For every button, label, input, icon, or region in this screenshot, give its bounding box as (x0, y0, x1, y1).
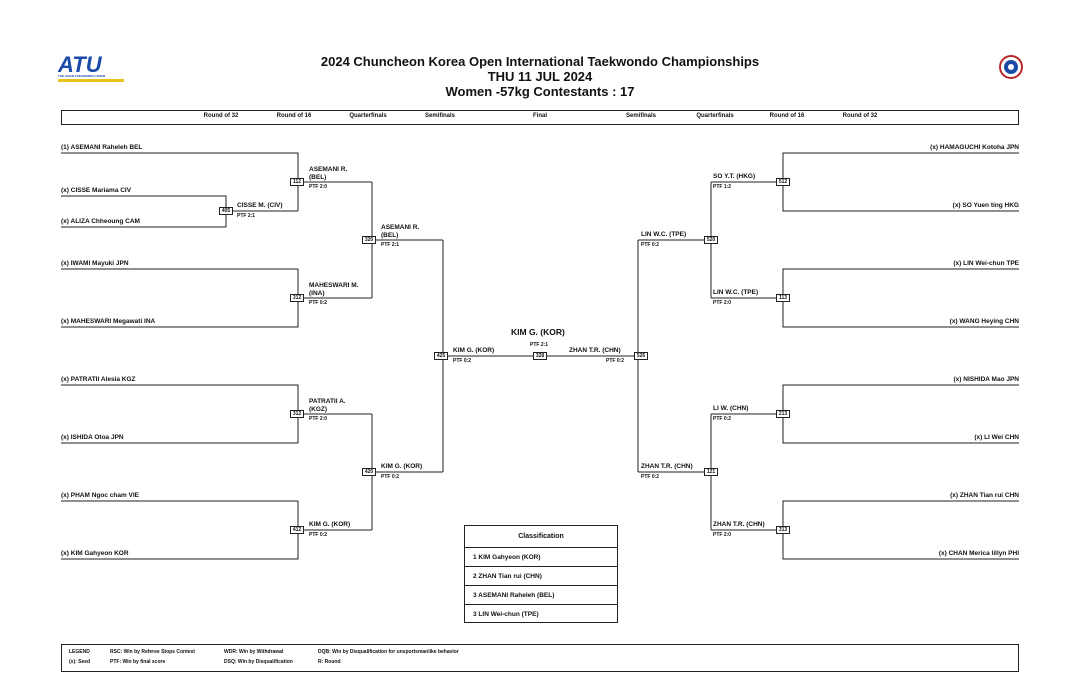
match-number-box: 313 (776, 526, 790, 534)
match-number-box: 420 (362, 468, 376, 476)
match-number-box: 121 (704, 468, 718, 476)
federation-emblem-icon (999, 55, 1023, 79)
match-winner: CISSE M. (CIV) (237, 202, 283, 209)
entry-name: (x) IWAMI Mayuki JPN (61, 260, 129, 267)
atu-logo: ATU THE ASIAN TAEKWONDO UNION (58, 52, 124, 82)
match-number-box: 512 (776, 178, 790, 186)
round-label: Semifinals (424, 113, 456, 119)
match-winner: LI W. (CHN) (713, 405, 749, 412)
match-score: PTF 2:0 (713, 300, 732, 306)
classification-table: Classification 1 KIM Gahyeon (KOR) 2 ZHA… (464, 525, 618, 623)
match-winner: MAHESWARI M. (INA) (309, 282, 359, 297)
classification-row: 2 ZHAN Tian rui (CHN) (465, 566, 617, 585)
champion-name: KIM G. (KOR) (511, 327, 565, 337)
entry-name: (x) CHAN Merica lillyn PHI (938, 550, 1019, 557)
match-number-box: 113 (776, 294, 790, 302)
classification-row: 1 KIM Gahyeon (KOR) (465, 547, 617, 566)
match-winner: ZHAN T.R. (CHN) (569, 347, 621, 354)
match-winner: KIM G. (KOR) (453, 347, 495, 354)
round-label: Round of 16 (276, 113, 312, 119)
round-label: Quarterfinals (696, 113, 734, 119)
page-title: 2024 Chuncheon Korea Open International … (320, 54, 760, 69)
legend-title: LEGEND (69, 649, 90, 655)
match-number-box: 520 (704, 236, 718, 244)
match-number-box: 328 (533, 352, 547, 360)
match-score: PTF 0:2 (606, 358, 625, 364)
entry-name: (x) CISSE Mariama CIV (61, 187, 132, 194)
match-score: PTF 0:2 (641, 242, 660, 248)
round-label: Round of 32 (203, 113, 239, 119)
match-score: PTF 2:0 (713, 532, 732, 538)
legend-box (61, 644, 1019, 672)
match-winner: ZHAN T.R. (CHN) (713, 521, 765, 528)
match-score: PTF 0:2 (381, 474, 400, 480)
entry-name: (x) ISHIDA Otoa JPN (61, 434, 124, 441)
match-number-box: 412 (290, 526, 304, 534)
match-score: PTF 0:2 (713, 416, 732, 422)
match-winner: SO Y.T. (HKG) (713, 173, 756, 180)
legend-rsc: RSC: Win by Referee Stops Contest (110, 649, 195, 655)
match-score: PTF 1:2 (713, 184, 732, 190)
entry-name: (x) MAHESWARI Megawati INA (61, 318, 156, 325)
classification-title: Classification (518, 533, 564, 540)
match-winner: LIN W.C. (TPE) (713, 289, 759, 296)
round-label-final: Final (532, 113, 548, 119)
entry-name: (x) HAMAGUCHI Kotoha JPN (930, 144, 1019, 151)
match-number-box: 213 (776, 410, 790, 418)
match-number-box: 405 (219, 207, 233, 215)
rounds-header-bar (61, 110, 1019, 125)
match-number-box: 312 (290, 294, 304, 302)
match-winner: ASEMANI R. (BEL) (309, 166, 348, 181)
match-score: PTF 0:2 (641, 474, 660, 480)
match-winner: PATRATII A. (KGZ) (309, 398, 346, 413)
round-label: Quarterfinals (349, 113, 387, 119)
entry-name: (x) PHAM Ngoc cham VIE (61, 492, 140, 499)
match-number-box: 425 (434, 352, 448, 360)
entry-name: (1) ASEMANI Raheleh BEL (61, 144, 143, 151)
final-score: PTF 2:1 (530, 342, 549, 348)
logo-subtext: THE ASIAN TAEKWONDO UNION (58, 74, 106, 78)
legend-dsq: DSQ: Win by Disqualification (224, 659, 293, 665)
match-winner: ASEMANI R. (BEL) (381, 224, 420, 239)
entry-name: (x) PATRATII Alesia KGZ (61, 376, 136, 383)
match-number-box: 312 (290, 410, 304, 418)
entry-name: (x) ALIZA Chheoung CAM (61, 218, 140, 225)
legend-ptf: PTF: Win by final score (110, 659, 166, 665)
entry-name: (x) WANG Heying CHN (949, 318, 1019, 325)
classification-row: 3 LIN Wei-chun (TPE) (465, 604, 617, 623)
round-label: Round of 32 (842, 113, 878, 119)
match-score: PTF 2:1 (237, 213, 256, 219)
match-winner: KIM G. (KOR) (309, 521, 351, 528)
event-category: Women -57kg Contestants : 17 (445, 84, 635, 99)
round-label: Semifinals (625, 113, 657, 119)
entry-name: (x) NISHIDA Mao JPN (953, 376, 1020, 383)
entry-name: (x) LI Wei CHN (974, 434, 1019, 441)
logo-wordmark: ATU (58, 52, 102, 77)
match-score: PTF 2:1 (381, 242, 400, 248)
match-score: PTF 0:2 (309, 532, 328, 538)
legend-dqb: DQB: Win by Disqualification for unsport… (318, 649, 459, 655)
match-winner: ZHAN T.R. (CHN) (641, 463, 693, 470)
match-score: PTF 0:2 (453, 358, 472, 364)
match-number-box: 112 (290, 178, 304, 186)
round-label: Round of 16 (769, 113, 805, 119)
logo-underline (58, 79, 124, 82)
match-score: PTF 0:2 (309, 300, 328, 306)
entry-name: (x) KIM Gahyeon KOR (61, 550, 129, 557)
match-winner: KIM G. (KOR) (381, 463, 423, 470)
match-score: PTF 2:0 (309, 416, 328, 422)
entry-name: (x) ZHAN Tian rui CHN (950, 492, 1019, 499)
entry-name: (x) SO Yuen ting HKG (952, 202, 1019, 209)
legend-round: R: Round (318, 659, 341, 665)
match-number-box: 526 (634, 352, 648, 360)
classification-row: 3 ASEMANI Raheleh (BEL) (465, 585, 617, 604)
match-score: PTF 2:0 (309, 184, 328, 190)
legend-seed: (x): Seed (69, 659, 91, 665)
match-number-box: 320 (362, 236, 376, 244)
legend-wdr: WDR: Win by Withdrawal (224, 649, 284, 655)
match-winner: LIN W.C. (TPE) (641, 231, 687, 238)
event-date: THU 11 JUL 2024 (487, 69, 593, 84)
entry-name: (x) LIN Wei-chun TPE (953, 260, 1019, 267)
